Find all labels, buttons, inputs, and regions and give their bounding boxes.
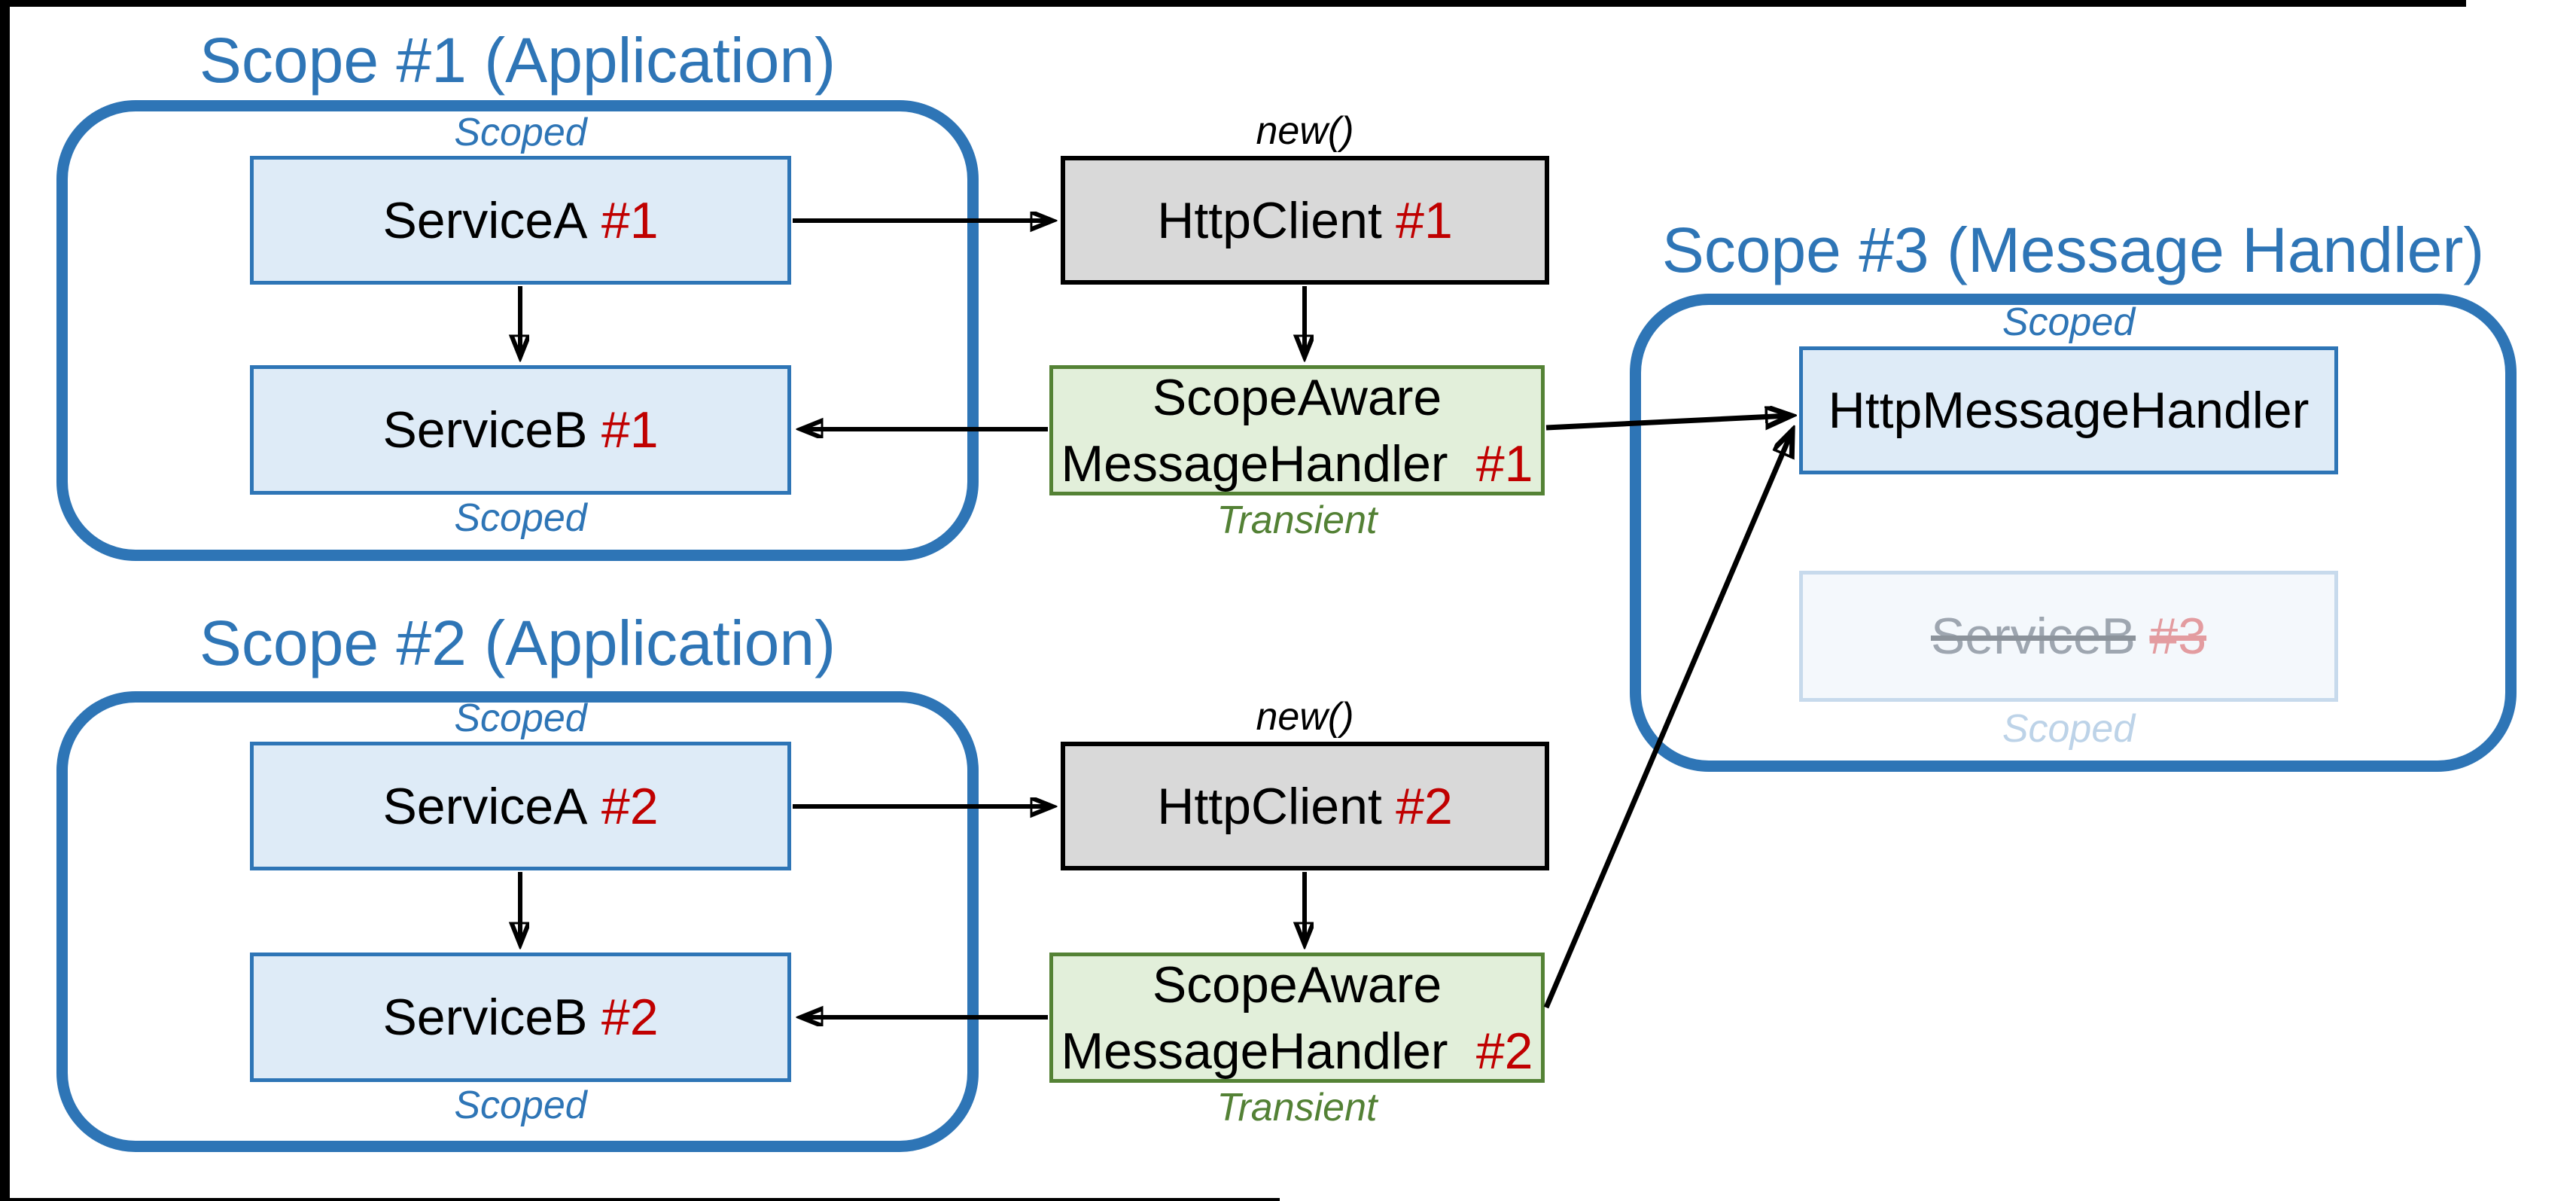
scope3-serviceb-disposed-box: ServiceB #3 (1799, 571, 2338, 702)
messagehandler1-box: ScopeAware MessageHandler #1 (1049, 365, 1545, 495)
scope3-serviceb-disposed-instance: #3 (2149, 608, 2207, 665)
httpclient1-box: HttpClient #1 (1061, 156, 1549, 285)
scope2-serviceb-label: ServiceB (382, 989, 588, 1046)
scope1-boundary (56, 100, 979, 561)
messagehandler1-transient-annotation: Transient (1216, 498, 1378, 542)
messagehandler1-label: MessageHandler (1061, 434, 1448, 492)
scope3-httpmessagehandler-label: HttpMessageHandler (1828, 382, 2310, 439)
scope1-serviceb-instance: #1 (601, 401, 659, 459)
scope1-scoped-top-label: Scoped (454, 111, 587, 154)
httpclient2-instance: #2 (1396, 777, 1453, 835)
arrow-messagehandler1-to-httpmessagehandler (1545, 416, 1789, 428)
scope1-serviceb-label: ServiceB (382, 401, 588, 459)
httpclient1-instance: #1 (1396, 191, 1453, 249)
messagehandler2-instance: #2 (1475, 1022, 1533, 1080)
scope2-scoped-top-label: Scoped (454, 697, 587, 740)
scope2-servicea-box: ServiceA #2 (250, 742, 791, 870)
messagehandler2-label: MessageHandler (1061, 1022, 1448, 1080)
scope1-servicea-label: ServiceA (382, 191, 588, 249)
httpclient1-new-annotation: new() (1256, 109, 1354, 153)
httpclient2-new-annotation: new() (1256, 695, 1354, 739)
scope3-scoped-bottom-label: Scoped (2002, 707, 2136, 751)
messagehandler2-box: ScopeAware MessageHandler #2 (1049, 953, 1545, 1083)
scope1-title: Scope #1 (Application) (199, 25, 836, 96)
screen-edge-left (0, 0, 10, 1201)
scope2-serviceb-box: ServiceB #2 (250, 953, 791, 1082)
scope2-servicea-instance: #2 (601, 777, 659, 835)
httpclient2-label: HttpClient (1157, 777, 1382, 835)
httpclient1-label: HttpClient (1157, 191, 1382, 249)
scope3-serviceb-disposed-label: ServiceB (1930, 608, 2136, 665)
messagehandler1-line1: ScopeAware (1152, 368, 1442, 426)
messagehandler2-line1: ScopeAware (1152, 956, 1442, 1014)
scope2-scoped-bottom-label: Scoped (454, 1084, 587, 1127)
messagehandler2-transient-annotation: Transient (1216, 1086, 1378, 1129)
screen-edge-top (0, 0, 2466, 7)
scope3-title: Scope #3 (Message Handler) (1661, 215, 2485, 285)
scope3-scoped-top-label: Scoped (2002, 300, 2136, 344)
scope2-serviceb-instance: #2 (601, 989, 659, 1046)
messagehandler1-line2: MessageHandler #1 (1061, 431, 1533, 497)
scope2-title: Scope #2 (Application) (199, 608, 836, 678)
scope3-httpmessagehandler-box: HttpMessageHandler (1799, 346, 2338, 474)
messagehandler2-line2: MessageHandler #2 (1061, 1018, 1533, 1084)
httpclient2-box: HttpClient #2 (1061, 742, 1549, 870)
scope2-servicea-label: ServiceA (382, 777, 588, 835)
screen-edge-bottom (0, 1198, 1280, 1201)
scope1-scoped-bottom-label: Scoped (454, 496, 587, 540)
arrow-messagehandler2-to-httpmessagehandler (1543, 432, 1792, 1009)
messagehandler1-instance: #1 (1475, 434, 1533, 492)
scope1-servicea-box: ServiceA #1 (250, 156, 791, 285)
scope2-boundary (56, 691, 979, 1152)
scope1-servicea-instance: #1 (601, 191, 659, 249)
scope3-boundary (1630, 294, 2517, 772)
scope1-serviceb-box: ServiceB #1 (250, 365, 791, 495)
